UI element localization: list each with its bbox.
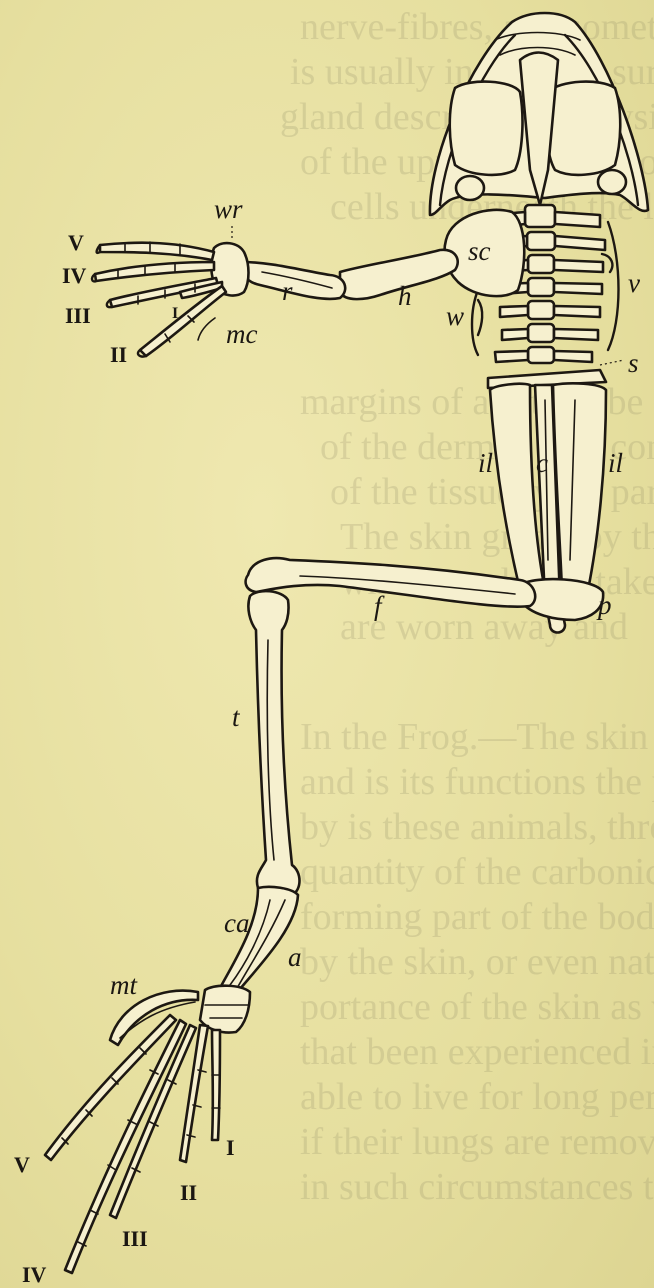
label-h: h (398, 281, 412, 311)
label-r: r (282, 276, 293, 306)
fore-digit-I: I (172, 305, 178, 322)
fore-digit-II: II (110, 342, 127, 367)
label-c: c (536, 448, 548, 478)
label-wr: wr (214, 194, 243, 224)
label-s: s (628, 348, 639, 378)
hind-digit-I: I (226, 1135, 235, 1160)
label-a: a (288, 942, 302, 972)
label-p: p (596, 590, 612, 620)
label-mt: mt (110, 970, 138, 1000)
label-f: f (374, 591, 385, 621)
label-t: t (232, 702, 241, 732)
hind-digit-IV: IV (22, 1262, 47, 1287)
hind-digit-II: II (180, 1180, 197, 1205)
fore-digit-III: III (65, 303, 91, 328)
hind-digit-V: V (14, 1152, 30, 1177)
label-sc: sc (468, 236, 491, 266)
w-brace (478, 300, 482, 335)
skull (430, 13, 648, 215)
label-mc: mc (226, 319, 257, 349)
s-leader (600, 360, 624, 365)
label-v: v (628, 268, 640, 298)
label-ca: ca (224, 908, 249, 938)
label-il-left: il (478, 448, 493, 478)
fore-digit-V: V (68, 230, 84, 255)
label-il-right: il (608, 448, 623, 478)
fore-digit-IV: IV (62, 263, 87, 288)
hind-digit-III: III (122, 1226, 148, 1251)
hindlimb (45, 558, 535, 1273)
label-w: w (446, 301, 464, 331)
